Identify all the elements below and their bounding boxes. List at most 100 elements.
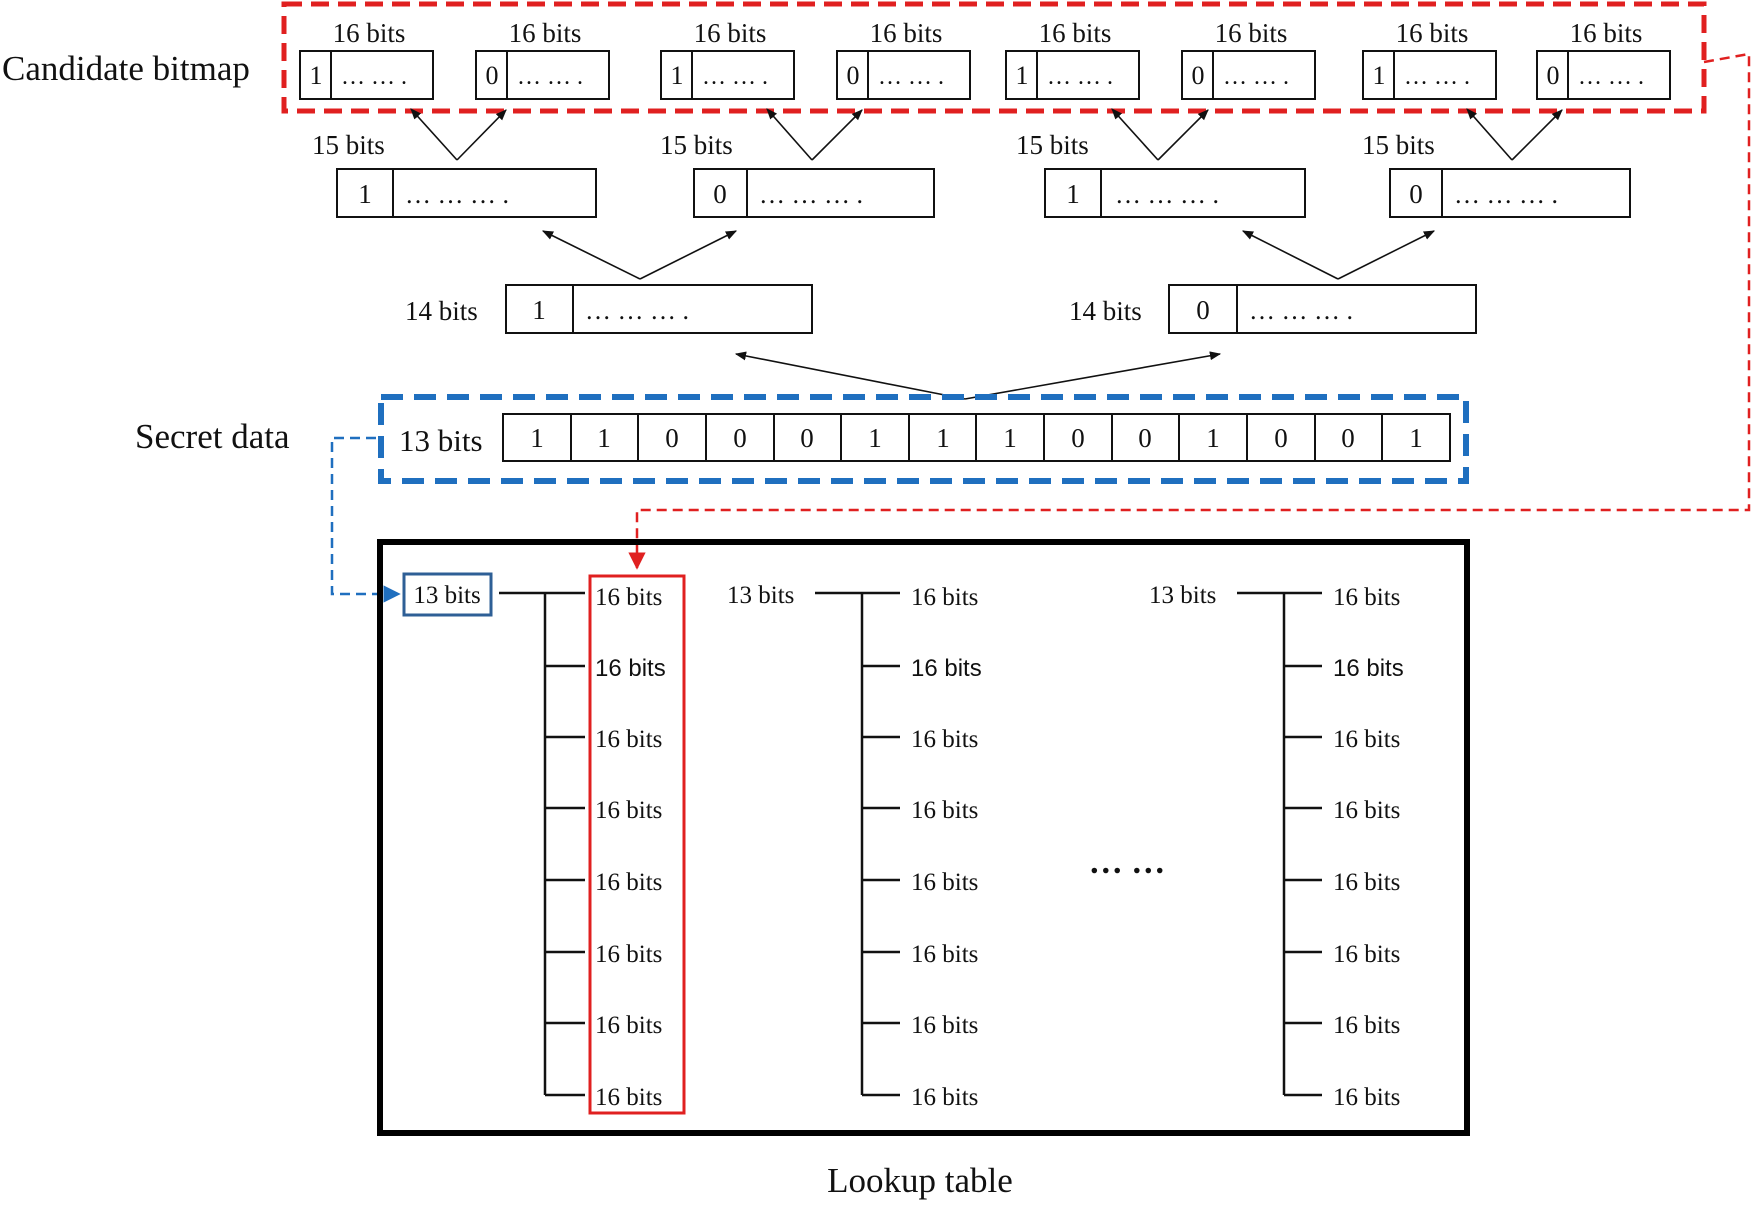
secret-bit: 1 <box>868 423 882 453</box>
bitmap-16-width-label: 16 bits <box>870 18 943 48</box>
bitmap-16-tail: … … . <box>878 64 944 90</box>
lookup-entry: 16 bits <box>1333 797 1400 824</box>
node-15-box <box>693 168 935 218</box>
node-14-tail: … … … . <box>1249 296 1353 325</box>
secret-bit: 0 <box>733 423 747 453</box>
bitmap-16-tail: … … . <box>341 64 407 90</box>
lookup-entry: 16 bits <box>911 655 982 682</box>
bitmap-16-first-bit: 1 <box>310 61 323 90</box>
secret-data-highlight <box>378 394 1469 484</box>
node-15-width-label: 15 bits <box>1362 130 1435 160</box>
secret-bit: 1 <box>1409 423 1423 453</box>
bitmap-16-first-bit: 1 <box>671 61 684 90</box>
node-15-first-bit: 0 <box>1409 179 1423 209</box>
lookup-column: 13 bits 16 bits 16 bits 16 bits 16 bits … <box>402 572 686 1115</box>
node-14-tail: … … … . <box>585 296 689 325</box>
level-15-row: 15 bits 1 … … … . 15 bits 0 … … … . 15 b… <box>312 130 1631 218</box>
lookup-entry: 16 bits <box>911 584 978 611</box>
node-15-first-bit: 0 <box>713 179 727 209</box>
lookup-entry: 16 bits <box>595 726 662 753</box>
bitmap-16: 16 bits 1 … … . <box>1005 18 1140 100</box>
lookup-key: 13 bits <box>727 582 794 609</box>
bitmap-to-lookup-connector <box>628 52 1751 570</box>
secret-data-label: Secret data <box>135 417 290 456</box>
node-15: 15 bits 1 … … … . <box>312 130 597 218</box>
lookup-entry: 16 bits <box>595 1084 662 1111</box>
bitmap-16-box <box>1536 50 1671 100</box>
selected-entries-highlight <box>588 574 686 1115</box>
secret-to-lookup-connector <box>330 436 401 603</box>
lookup-entry: 16 bits <box>595 797 662 824</box>
node-14-width-label: 14 bits <box>1069 296 1142 326</box>
secret-bit: 0 <box>1071 423 1085 453</box>
lookup-entry: 16 bits <box>911 797 978 824</box>
tree-arrows-15-to-16 <box>410 108 1563 161</box>
node-14-box <box>1168 284 1477 334</box>
bitmap-16: 16 bits 1 … … . <box>660 18 795 100</box>
node-15-first-bit: 1 <box>358 179 372 209</box>
lookup-entry: 16 bits <box>595 655 666 682</box>
secret-bit: 0 <box>1341 423 1355 453</box>
bitmap-16-first-bit: 1 <box>1016 61 1029 90</box>
lookup-entry: 16 bits <box>1333 584 1400 611</box>
bitmap-16-width-label: 16 bits <box>1215 18 1288 48</box>
secret-bit: 1 <box>530 423 544 453</box>
bitmap-16-box <box>1362 50 1497 100</box>
bitmap-16: 16 bits 1 … … . <box>1362 18 1497 100</box>
node-15-width-label: 15 bits <box>660 130 733 160</box>
bitmap-16: 16 bits 0 … … . <box>475 18 610 100</box>
bitmap-16-first-bit: 0 <box>1547 61 1560 90</box>
bitmap-16-first-bit: 0 <box>486 61 499 90</box>
node-14-first-bit: 1 <box>532 295 546 325</box>
lookup-entry: 16 bits <box>595 869 662 896</box>
node-14: 14 bits 1 … … … . <box>405 284 813 334</box>
bitmap-16-width-label: 16 bits <box>1039 18 1112 48</box>
node-15-tail: … … … . <box>1454 180 1558 209</box>
node-15-tail: … … … . <box>1115 180 1219 209</box>
node-14-box <box>505 284 813 334</box>
bitmap-16-first-bit: 1 <box>1373 61 1386 90</box>
node-14-width-label: 14 bits <box>405 296 478 326</box>
lookup-entry: 16 bits <box>595 584 662 611</box>
secret-width-label: 13 bits <box>399 423 483 458</box>
node-15-width-label: 15 bits <box>312 130 385 160</box>
lookup-table-frame <box>377 539 1470 1136</box>
lookup-entry: 16 bits <box>595 1012 662 1039</box>
lookup-key: 13 bits <box>413 582 480 609</box>
node-15-box <box>336 168 597 218</box>
tree-arrows-14-to-15 <box>541 230 1436 280</box>
node-15-tail: … … … . <box>405 180 509 209</box>
lookup-column: 13 bits 16 bits 16 bits 16 bits 16 bits … <box>727 582 982 1111</box>
bitmap-16-tail: … … . <box>517 64 583 90</box>
lookup-entry: 16 bits <box>1333 726 1400 753</box>
bitmap-16-tail: … … . <box>1404 64 1470 90</box>
more-columns-ellipsis: … … <box>1089 844 1166 881</box>
bitmap-16-box <box>1005 50 1140 100</box>
node-15: 15 bits 0 … … … . <box>660 130 935 218</box>
secret-bit: 0 <box>800 423 814 453</box>
bitmap-16-box <box>660 50 795 100</box>
bitmap-16-first-bit: 0 <box>1192 61 1205 90</box>
bitmap-16-tail: … … . <box>1578 64 1644 90</box>
lookup-entry: 16 bits <box>595 941 662 968</box>
bitmap-16-tail: … … . <box>702 64 768 90</box>
secret-bit: 1 <box>1003 423 1017 453</box>
bitmap-16-box <box>836 50 971 100</box>
bitmap-16-width-label: 16 bits <box>1570 18 1643 48</box>
secret-bit: 1 <box>597 423 611 453</box>
bitmap-16: 16 bits 0 … … . <box>836 18 971 100</box>
bitmap-16-width-label: 16 bits <box>333 18 406 48</box>
bitmap-16-tail: … … . <box>1223 64 1289 90</box>
secret-bit: 0 <box>1138 423 1152 453</box>
bitmap-16-box <box>299 50 434 100</box>
candidate-bitmap-row: 16 bits 1 … … . 16 bits 0 … … . 16 bits … <box>299 18 1671 100</box>
node-15-box <box>1389 168 1631 218</box>
secret-bit: 0 <box>1274 423 1288 453</box>
secret-bit: 1 <box>1206 423 1220 453</box>
bitmap-16-width-label: 16 bits <box>1396 18 1469 48</box>
bitmap-16-tail: … … . <box>1047 64 1113 90</box>
secret-bit: 0 <box>665 423 679 453</box>
lookup-entry: 16 bits <box>1333 1084 1400 1111</box>
bitmap-16-width-label: 16 bits <box>694 18 767 48</box>
node-15-width-label: 15 bits <box>1016 130 1089 160</box>
